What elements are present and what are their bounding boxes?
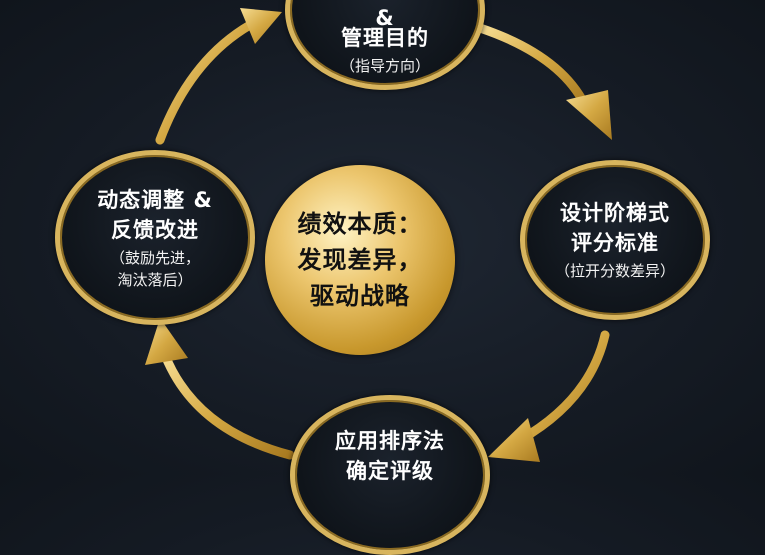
center-line-2: 发现差异， <box>297 246 423 274</box>
node-left-title-line-1: 动态调整 & <box>97 187 213 212</box>
node-top-subtitle: （指导方向） <box>339 57 430 75</box>
arrow-right-to-bottom <box>515 330 610 445</box>
center-line-3: 驱动战略 <box>310 282 410 310</box>
center-core: 绩效本质： 发现差异， 驱动战略 <box>265 165 455 355</box>
node-left-subtitle-line-2: 淘汰落后） <box>117 270 193 289</box>
node-top-title-line-2: 管理目的 <box>341 26 429 50</box>
node-right-title-line-1: 设计阶梯式 <box>560 201 670 225</box>
node-left-title-line-2: 反馈改进 <box>111 217 199 242</box>
node-ranking-method: 应用排序法 确定评级 <box>290 395 490 555</box>
center-line-1: 绩效本质： <box>297 210 423 238</box>
node-top-title-line-1: & <box>375 6 395 30</box>
node-bottom-title-line-1: 应用排序法 <box>335 429 445 453</box>
arrow-head-left <box>145 318 188 365</box>
arrow-left-to-top <box>155 20 255 145</box>
node-grading-standard: 设计阶梯式 评分标准 （拉开分数差异） <box>520 160 710 320</box>
node-dynamic-adjustment: 动态调整 & 反馈改进 （鼓励先进， 淘汰落后） <box>55 150 255 325</box>
node-left-subtitle-line-1: （鼓励先进， <box>109 248 200 267</box>
cycle-diagram: 绩效本质： 发现差异， 驱动战略 & 管理目的 （指导方向） 设计阶梯式 评分标… <box>55 0 710 555</box>
node-right-subtitle: （拉开分数差异） <box>554 262 675 280</box>
arrow-top-to-right <box>475 23 590 110</box>
arrow-head-bottom <box>488 418 540 462</box>
cycle-arrows <box>145 8 612 462</box>
arrow-bottom-to-left <box>160 350 295 460</box>
arrow-head-top <box>240 8 282 44</box>
node-right-title-line-2: 评分标准 <box>571 231 659 255</box>
node-bottom-title-line-2: 确定评级 <box>346 459 434 483</box>
arrow-head-right <box>566 90 612 140</box>
